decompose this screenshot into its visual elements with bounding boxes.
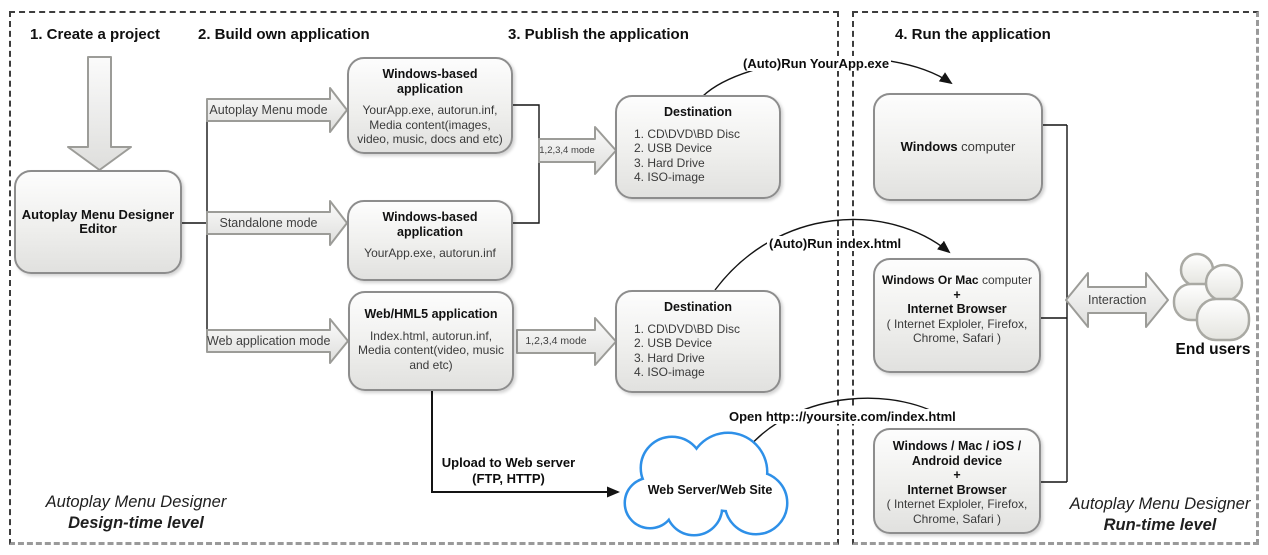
- destination-bottom-item: 4. ISO-image: [634, 365, 705, 379]
- editor-box-title: Autoplay Menu Designer Editor: [21, 206, 175, 236]
- editor-box: Autoplay Menu Designer Editor: [14, 170, 182, 274]
- open-url-label: Open http:://yoursite.com/index.html: [727, 409, 958, 424]
- device-line2: Android device: [911, 453, 1003, 468]
- heading-step2: 2. Build own application: [198, 26, 370, 43]
- windows-app-menu-body: YourApp.exe, autorun.inf, Media content(…: [357, 103, 503, 146]
- heading-step4: 4. Run the application: [895, 26, 1051, 43]
- run-time-footer: Autoplay Menu Designer Run-time level: [1069, 495, 1251, 534]
- web-application-mode-label: Web application mode: [207, 334, 331, 348]
- winmac-line1: Windows Or Mac computer: [882, 273, 1032, 287]
- standalone-mode-label: Standalone mode: [219, 216, 318, 230]
- windows-app-standalone-body: YourApp.exe, autorun.inf: [364, 246, 496, 260]
- destination-bottom-item: 1. CD\DVD\BD Disc: [634, 321, 741, 336]
- device-line1: Windows / Mac / iOS /: [892, 439, 1022, 453]
- design-time-footer: Autoplay Menu Designer Design-time level: [45, 493, 227, 532]
- destination-top-item: 2. USB Device: [634, 141, 713, 155]
- winmac-browser-list: ( Internet Exploler, Firefox,: [886, 316, 1028, 331]
- upload-label: Upload to Web server (FTP, HTTP): [441, 455, 576, 486]
- web-app-body: Index.html, autorun.inf, Media content(v…: [357, 328, 505, 372]
- mode-1234-top-label: 1,2,3,4 mode: [539, 145, 595, 156]
- autoplay-menu-mode-label: Autoplay Menu mode: [209, 103, 328, 117]
- web-server-label: Web Server/Web Site: [647, 483, 773, 497]
- destination-bottom-item: 2. USB Device: [634, 336, 713, 350]
- windows-app-standalone-box: Windows-based application YourApp.exe, a…: [347, 200, 513, 281]
- web-app-title: Web/HML5 application: [364, 307, 498, 321]
- windows-app-menu-box: Windows-based application YourApp.exe, a…: [347, 57, 513, 154]
- destination-top-title: Destination: [663, 105, 733, 119]
- windows-app-menu-title: Windows-based application: [382, 67, 478, 96]
- destination-bottom-box: Destination 1. CD\DVD\BD Disc 2. USB Dev…: [615, 290, 781, 393]
- destination-bottom-title: Destination: [663, 300, 733, 314]
- end-users-label: End users: [1175, 341, 1251, 358]
- winmac-browser: Internet Browser: [907, 302, 1007, 316]
- interaction-label: Interaction: [1088, 293, 1147, 307]
- autorun-exe-label: (Auto)Run YourApp.exe: [741, 56, 892, 71]
- device-box: Windows / Mac / iOS / Android device + I…: [873, 428, 1041, 534]
- windows-computer-box: Windows computer: [873, 93, 1043, 201]
- windows-app-standalone-title: Windows-based application: [382, 210, 478, 239]
- web-app-box: Web/HML5 application Index.html, autorun…: [348, 291, 514, 391]
- device-browser-list: ( Internet Exploler, Firefox,: [886, 497, 1028, 511]
- winmac-browser-list: Chrome, Safari ): [912, 331, 1002, 345]
- autorun-html-label: (Auto)Run index.html: [767, 236, 904, 251]
- destination-top-item: 3. Hard Drive: [634, 155, 705, 170]
- winmac-plus: +: [953, 287, 961, 302]
- heading-step3: 3. Publish the application: [508, 26, 689, 43]
- winmac-computer-box: Windows Or Mac computer + Internet Brows…: [873, 258, 1041, 373]
- device-browser-list: Chrome, Safari ): [912, 511, 1002, 526]
- mode-1234-bottom-label: 1,2,3,4 mode: [525, 335, 587, 347]
- destination-top-item: 1. CD\DVD\BD Disc: [634, 126, 741, 141]
- device-browser: Internet Browser: [907, 482, 1007, 497]
- destination-top-item: 4. ISO-image: [634, 170, 705, 184]
- windows-computer-label: Windows computer: [900, 138, 1016, 154]
- destination-top-box: Destination 1. CD\DVD\BD Disc 2. USB Dev…: [615, 95, 781, 199]
- device-plus: +: [953, 468, 961, 482]
- destination-bottom-item: 3. Hard Drive: [634, 350, 705, 365]
- heading-step1: 1. Create a project: [30, 26, 161, 43]
